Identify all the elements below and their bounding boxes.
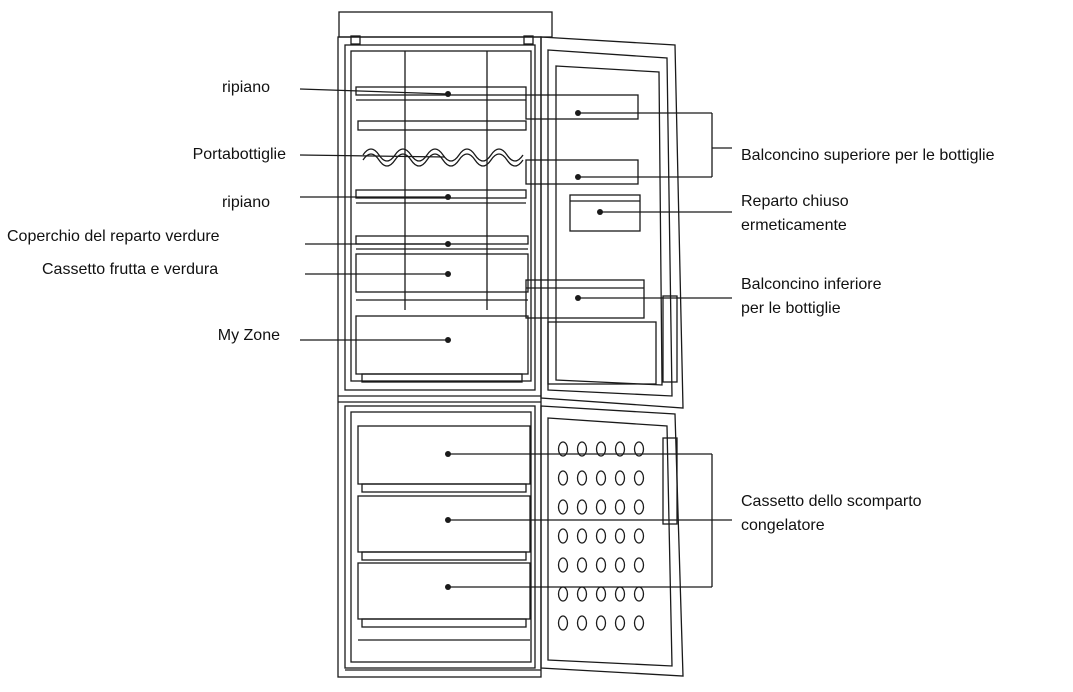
label-upper-balcony-line: Balconcino superiore per le bottiglie [741, 147, 995, 164]
egg-slot [557, 557, 569, 573]
egg-slot [576, 528, 588, 544]
door-balcony-lower [525, 279, 645, 319]
egg-slot [633, 441, 645, 457]
egg-slot [595, 441, 607, 457]
fridge-cabinet [337, 11, 553, 678]
freezer-door [540, 405, 684, 677]
egg-slot [614, 586, 626, 602]
leader-lines [299, 88, 732, 588]
egg-slot [595, 528, 607, 544]
label-lower-balcony: Balconcino inferiore per le bottiglie [741, 273, 882, 321]
egg-slot [595, 615, 607, 631]
egg-slot [633, 499, 645, 515]
bottle-rack [357, 120, 527, 167]
egg-slot [633, 557, 645, 573]
label-lower-balcony-line1: Balconcino inferiore [741, 276, 882, 293]
egg-slot [614, 557, 626, 573]
egg-slot [595, 499, 607, 515]
door-balcony-upper [525, 94, 639, 185]
egg-slot [614, 528, 626, 544]
egg-slot [633, 615, 645, 631]
egg-slot [557, 470, 569, 486]
egg-slot [576, 615, 588, 631]
label-freezer-drawer-line2: congelatore [741, 517, 825, 534]
crisper-drawer [355, 253, 529, 301]
freezer-drawer-2 [357, 495, 531, 561]
freezer-drawer-1 [357, 425, 531, 493]
egg-slot [576, 586, 588, 602]
egg-slot [557, 528, 569, 544]
label-lower-balcony-line2: per le bottiglie [741, 300, 841, 317]
label-freezer-drawer-line1: Cassetto dello scomparto [741, 493, 922, 510]
callout-dots [445, 91, 603, 590]
egg-slot [576, 557, 588, 573]
egg-slot [557, 615, 569, 631]
label-shelf-middle: ripiano [221, 194, 270, 211]
egg-slot [576, 441, 588, 457]
egg-slot [614, 470, 626, 486]
egg-slot [614, 615, 626, 631]
label-my-zone: My Zone [217, 327, 280, 344]
egg-slot [614, 499, 626, 515]
label-shelf-top: ripiano [221, 79, 270, 96]
label-sealed-compartment-line2: ermeticamente [741, 217, 847, 234]
egg-slot [557, 441, 569, 457]
egg-slot [595, 586, 607, 602]
label-crisper-drawer: Cassetto frutta e verdura [42, 261, 219, 278]
egg-slot [576, 499, 588, 515]
label-sealed-compartment-line1: Reparto chiuso [741, 193, 849, 210]
freezer-drawer-3 [357, 562, 531, 641]
egg-slot [595, 470, 607, 486]
freezer-door-egg-pattern [557, 441, 645, 631]
vegetable-cover [355, 235, 529, 250]
label-bottle-rack: Portabottiglie [192, 146, 286, 163]
label-vegetable-cover: Coperchio del reparto verdure [7, 228, 220, 245]
egg-slot [633, 586, 645, 602]
egg-slot [614, 441, 626, 457]
egg-slot [633, 528, 645, 544]
egg-slot [557, 586, 569, 602]
egg-slot [576, 470, 588, 486]
label-upper-balcony: Balconcino superiore per le bottiglie [741, 144, 994, 168]
egg-slot [595, 557, 607, 573]
fridge-shelf-middle [355, 189, 527, 204]
fridge-door-bottom-panel [547, 321, 657, 385]
label-freezer-drawer: Cassetto dello scomparto congelatore [741, 490, 922, 538]
label-sealed-compartment: Reparto chiuso ermeticamente [741, 190, 849, 238]
my-zone-drawer [355, 315, 529, 383]
egg-slot [557, 499, 569, 515]
sealed-compartment [569, 194, 641, 232]
egg-slot [633, 470, 645, 486]
fridge-door [540, 36, 684, 409]
